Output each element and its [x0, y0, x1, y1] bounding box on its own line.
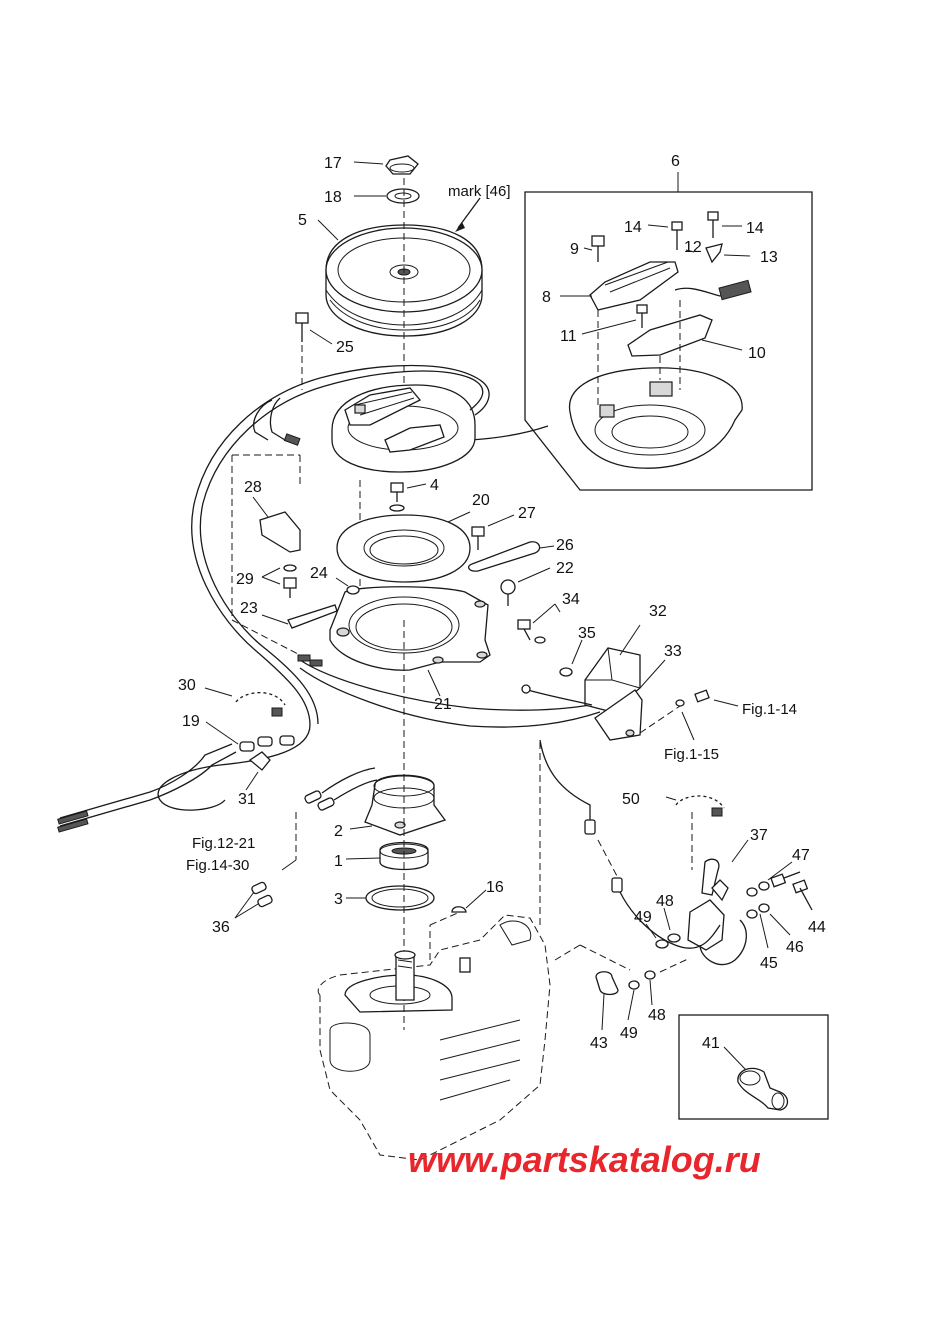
- shaft-parts-1-2-3-16: [345, 620, 487, 1030]
- connectors-19-30-31: [57, 687, 295, 833]
- callout-49a: 49: [634, 909, 652, 926]
- callout-1: 1: [334, 853, 343, 870]
- fig-1-15-ref: Fig.1-15: [664, 746, 719, 763]
- callout-26: 26: [556, 537, 574, 554]
- callout-3: 3: [334, 891, 343, 908]
- callout-47: 47: [792, 847, 810, 864]
- callout-11: 11: [560, 328, 577, 345]
- callout-4: 4: [430, 477, 439, 494]
- callout-2: 2: [334, 823, 343, 840]
- callout-23: 23: [240, 600, 258, 617]
- reference-labels: mark [46] Fig.1-14 Fig.1-15 Fig.12-21 Fi…: [186, 183, 797, 874]
- callout-20: 20: [472, 492, 490, 509]
- callout-6: 6: [671, 153, 680, 170]
- callout-10: 10: [748, 345, 766, 362]
- callout-17: 17: [324, 155, 342, 172]
- callout-35: 35: [578, 625, 596, 642]
- callout-37: 37: [750, 827, 768, 844]
- bracket-part-28: [252, 496, 301, 598]
- plates-parts-4-20-21: [329, 482, 491, 697]
- callout-29: 29: [236, 571, 254, 588]
- engine-block: [317, 740, 631, 1161]
- callout-33: 33: [664, 643, 682, 660]
- flywheel-part-5: [317, 155, 483, 420]
- callout-24: 24: [310, 565, 328, 582]
- callout-13: 13: [760, 249, 778, 266]
- stator-assembly: [157, 364, 601, 811]
- detail-box-6: [524, 172, 813, 491]
- callout-18: 18: [324, 189, 342, 206]
- callout-48a: 48: [656, 893, 674, 910]
- callout-48b: 48: [648, 1007, 666, 1024]
- callout-36: 36: [212, 919, 230, 936]
- callout-labels: 17 18 5 25 6 9 14 14 12 13 8 11 10 4 28 …: [178, 153, 826, 1052]
- callout-22: 22: [556, 560, 574, 577]
- callout-30: 30: [178, 677, 196, 694]
- callout-32: 32: [649, 603, 667, 620]
- callout-50: 50: [622, 791, 640, 808]
- fig-14-30-ref: Fig.14-30: [186, 857, 249, 874]
- callout-31: 31: [238, 791, 256, 808]
- callout-14a: 14: [624, 219, 642, 236]
- connectors-36: [234, 767, 378, 919]
- callout-14b: 14: [746, 220, 764, 237]
- callout-43: 43: [590, 1035, 608, 1052]
- fasteners-22-27: [261, 514, 555, 629]
- fig-12-21-ref: Fig.12-21: [192, 835, 255, 852]
- callout-45: 45: [760, 955, 778, 972]
- fig-1-14-ref: Fig.1-14: [742, 701, 797, 718]
- callout-8: 8: [542, 289, 551, 306]
- bolt-part-25: [295, 312, 333, 390]
- callout-25: 25: [336, 339, 354, 356]
- callout-46: 46: [786, 939, 804, 956]
- reference-screws: [639, 689, 739, 741]
- callout-44: 44: [808, 919, 826, 936]
- mark-ref: mark [46]: [448, 183, 511, 200]
- callout-27: 27: [518, 505, 536, 522]
- callout-9: 9: [570, 241, 579, 258]
- callout-12: 12: [684, 239, 702, 256]
- watermark: www.partskatalog.ru: [408, 1139, 761, 1180]
- cdi-unit-parts-32-35: [517, 603, 666, 741]
- callout-19: 19: [182, 713, 200, 730]
- callout-16: 16: [486, 879, 504, 896]
- callout-5: 5: [298, 212, 307, 229]
- callout-49b: 49: [620, 1025, 638, 1042]
- callout-41: 41: [702, 1035, 720, 1052]
- callout-21: 21: [434, 696, 452, 713]
- ignition-coil-assembly: [539, 739, 813, 1031]
- callout-34: 34: [562, 591, 580, 608]
- inset-box-41: [678, 1014, 829, 1120]
- callout-28: 28: [244, 479, 262, 496]
